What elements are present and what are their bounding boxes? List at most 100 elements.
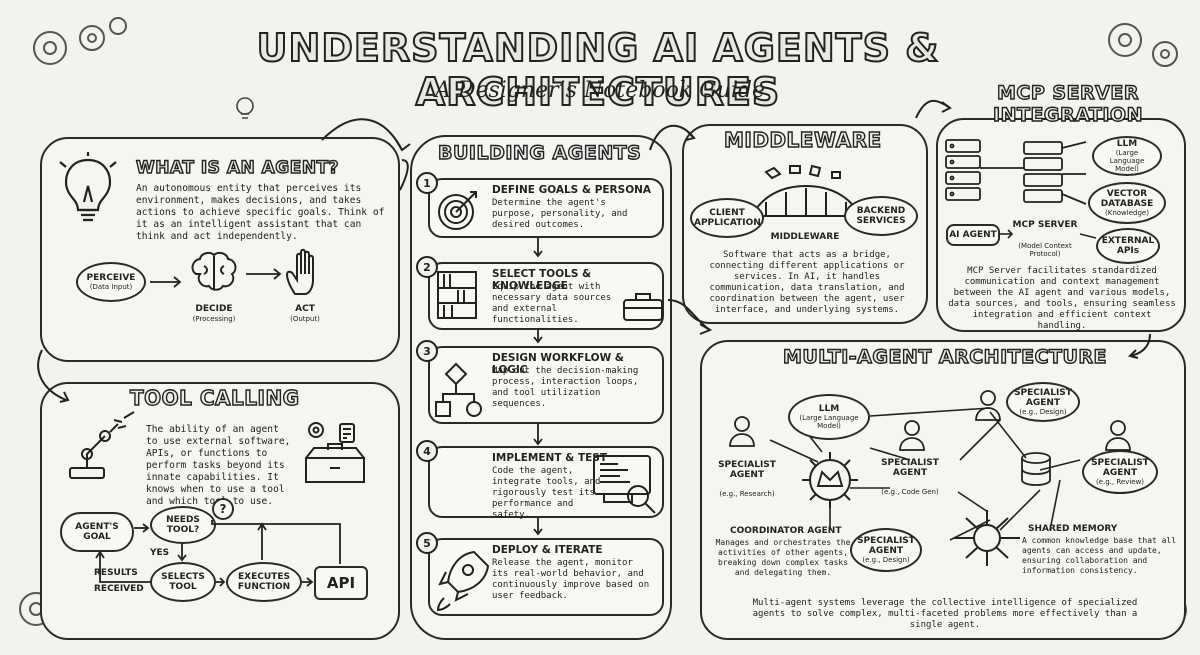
hand-icon <box>285 248 314 295</box>
shared-memory-heading: SHARED MEMORY <box>1028 524 1118 534</box>
lightbulb-icon <box>59 152 117 222</box>
agent-goal-label: AGENT'S GOAL <box>75 522 119 542</box>
selects-tool-node: SELECTS TOOL <box>150 562 216 602</box>
robot-arm-icon <box>69 411 135 479</box>
gear-icon-top-right <box>1108 23 1178 67</box>
step-2-number: 2 <box>416 256 438 278</box>
client-application-node: CLIENT APPLICATION <box>690 198 764 238</box>
mcp-description: MCP Server facilitates standardized comm… <box>948 266 1176 331</box>
api-box: API <box>314 566 368 600</box>
coordinator-description: Manages and orchestrates the activities … <box>715 538 851 577</box>
vector-database-node: VECTOR DATABASE (Knowledge) <box>1088 182 1166 224</box>
building-heading: BUILDING AGENTS <box>437 141 642 164</box>
flowchart-icon <box>435 362 482 417</box>
specialist-code-sublabel: (e.g., Code Gen) <box>881 488 939 496</box>
shared-memory-description: A common knowledge base that all agents … <box>1022 536 1177 575</box>
specialist-code-label: SPECIALIST AGENT <box>881 458 939 478</box>
selects-tool-label: SELECTS TOOL <box>161 572 205 592</box>
step-1-title: DEFINE GOALS & PERSONA <box>492 184 652 196</box>
step-5-number: 5 <box>416 532 438 554</box>
code-magnifier-icon <box>593 455 656 514</box>
external-apis-node: EXTERNAL APIs <box>1096 228 1160 264</box>
question-mark: ? <box>219 502 227 516</box>
specialist-design-bottom-sublabel: (e.g., Design) <box>862 556 910 564</box>
executes-function-label: EXECUTES FUNCTION <box>237 572 291 592</box>
llm-multi-node: LLM (Large Language Model) <box>788 394 870 440</box>
toolbox-step-icon <box>623 293 663 321</box>
step-3-text: Map out the decision-making process, int… <box>492 366 639 409</box>
step-1-number: 1 <box>416 172 438 194</box>
specialist-review-sublabel: (e.g., Review) <box>1095 478 1145 486</box>
database-icon <box>1021 452 1051 486</box>
step-5-box <box>428 538 664 616</box>
person-icon-design-top <box>975 390 1001 421</box>
llm-multi-label: LLM <box>818 404 840 414</box>
person-icon-research <box>729 416 755 447</box>
needs-tool-node: NEEDS TOOL? <box>150 506 216 544</box>
mcp-server-label: MCP SERVER <box>1012 220 1078 230</box>
results-label: RESULTS <box>94 568 138 578</box>
shared-memory-hub-icon <box>954 510 1020 566</box>
step-1-text: Determine the agent's purpose, personali… <box>492 198 628 230</box>
vector-database-sublabel: (Knowledge) <box>1105 209 1149 217</box>
perceive-sublabel: (Data Input) <box>89 283 133 291</box>
specialist-research-sublabel: (e.g., Research) <box>719 490 775 498</box>
api-label: API <box>326 574 356 592</box>
server-rack-icon <box>945 139 1087 205</box>
step-4-title: IMPLEMENT & TEST <box>492 452 608 464</box>
middleware-bridge-label: MIDDLEWARE <box>770 232 840 242</box>
perceive-label: PERCEIVE <box>86 273 136 283</box>
step-1-box <box>428 178 664 238</box>
lightbulb-doodle-icon <box>236 97 254 119</box>
mcp-server-sublabel: (Model Context Protocol) <box>1018 242 1072 258</box>
backend-services-node: BACKEND SERVICES <box>844 196 918 236</box>
step-3-title: DESIGN WORKFLOW & LOGIC <box>492 352 624 376</box>
received-label: RECEIVED <box>94 584 144 594</box>
decide-sublabel: (Processing) <box>192 315 236 323</box>
coordinator-heading: COORDINATOR AGENT <box>730 526 842 536</box>
executes-function-node: EXECUTES FUNCTION <box>226 562 302 602</box>
llm-node: LLM (Large Language Model) <box>1092 136 1162 176</box>
specialist-design-top-sublabel: (e.g., Design) <box>1019 408 1067 416</box>
agent-goal-node: AGENT'S GOAL <box>60 512 134 552</box>
llm-sublabel: (Large Language Model) <box>1109 149 1145 173</box>
specialist-design-top-label: SPECIALIST AGENT <box>1014 388 1072 408</box>
act-label: ACT <box>295 304 315 314</box>
specialist-design-bottom-label: SPECIALIST AGENT <box>857 536 915 556</box>
step-3-number: 3 <box>416 340 438 362</box>
agent-description: An autonomous entity that perceives its … <box>136 183 385 242</box>
coordinator-crown-icon <box>802 452 858 508</box>
agent-heading: WHAT IS AN AGENT? <box>135 157 340 178</box>
specialist-design-bottom-node: SPECIALIST AGENT (e.g., Design) <box>850 528 922 572</box>
backend-services-label: BACKEND SERVICES <box>856 206 906 226</box>
specialist-review-label: SPECIALIST AGENT <box>1091 458 1149 478</box>
mcp-heading-1: MCP SERVER <box>996 81 1139 104</box>
step-5-title: DEPLOY & ITERATE <box>492 544 603 556</box>
gear-icon-top-left <box>33 17 127 65</box>
ai-agent-node: AI AGENT <box>946 224 1000 246</box>
question-bubble: ? <box>212 498 234 520</box>
multi-agent-footer: Multi-agent systems leverage the collect… <box>752 598 1138 630</box>
step-4-number: 4 <box>416 440 438 462</box>
external-apis-label: EXTERNAL APIs <box>1101 236 1155 256</box>
multi-agent-heading: MULTI-AGENT ARCHITECTURE <box>782 345 1108 368</box>
page-title: UNDERSTANDING AI AGENTS & ARCHITECTURES <box>256 25 940 115</box>
decide-label: DECIDE <box>195 304 233 314</box>
agent-panel <box>40 137 400 362</box>
needs-tool-label: NEEDS TOOL? <box>166 515 200 535</box>
vector-database-label: VECTOR DATABASE <box>1100 189 1154 209</box>
llm-multi-sublabel: (Large Language Model) <box>799 414 859 430</box>
llm-label: LLM <box>1116 139 1138 149</box>
tool-calling-heading: TOOL CALLING <box>129 385 300 410</box>
brain-icon <box>191 251 237 291</box>
middleware-heading: MIDDLEWARE <box>723 127 882 152</box>
middleware-description: Software that acts as a bridge, connecti… <box>709 250 905 315</box>
specialist-design-top-node: SPECIALIST AGENT (e.g., Design) <box>1006 382 1080 422</box>
page-subtitle: A Designer’s Notebook Guide <box>434 78 766 103</box>
step-5-text: Release the agent, monitor its real-worl… <box>492 558 650 601</box>
